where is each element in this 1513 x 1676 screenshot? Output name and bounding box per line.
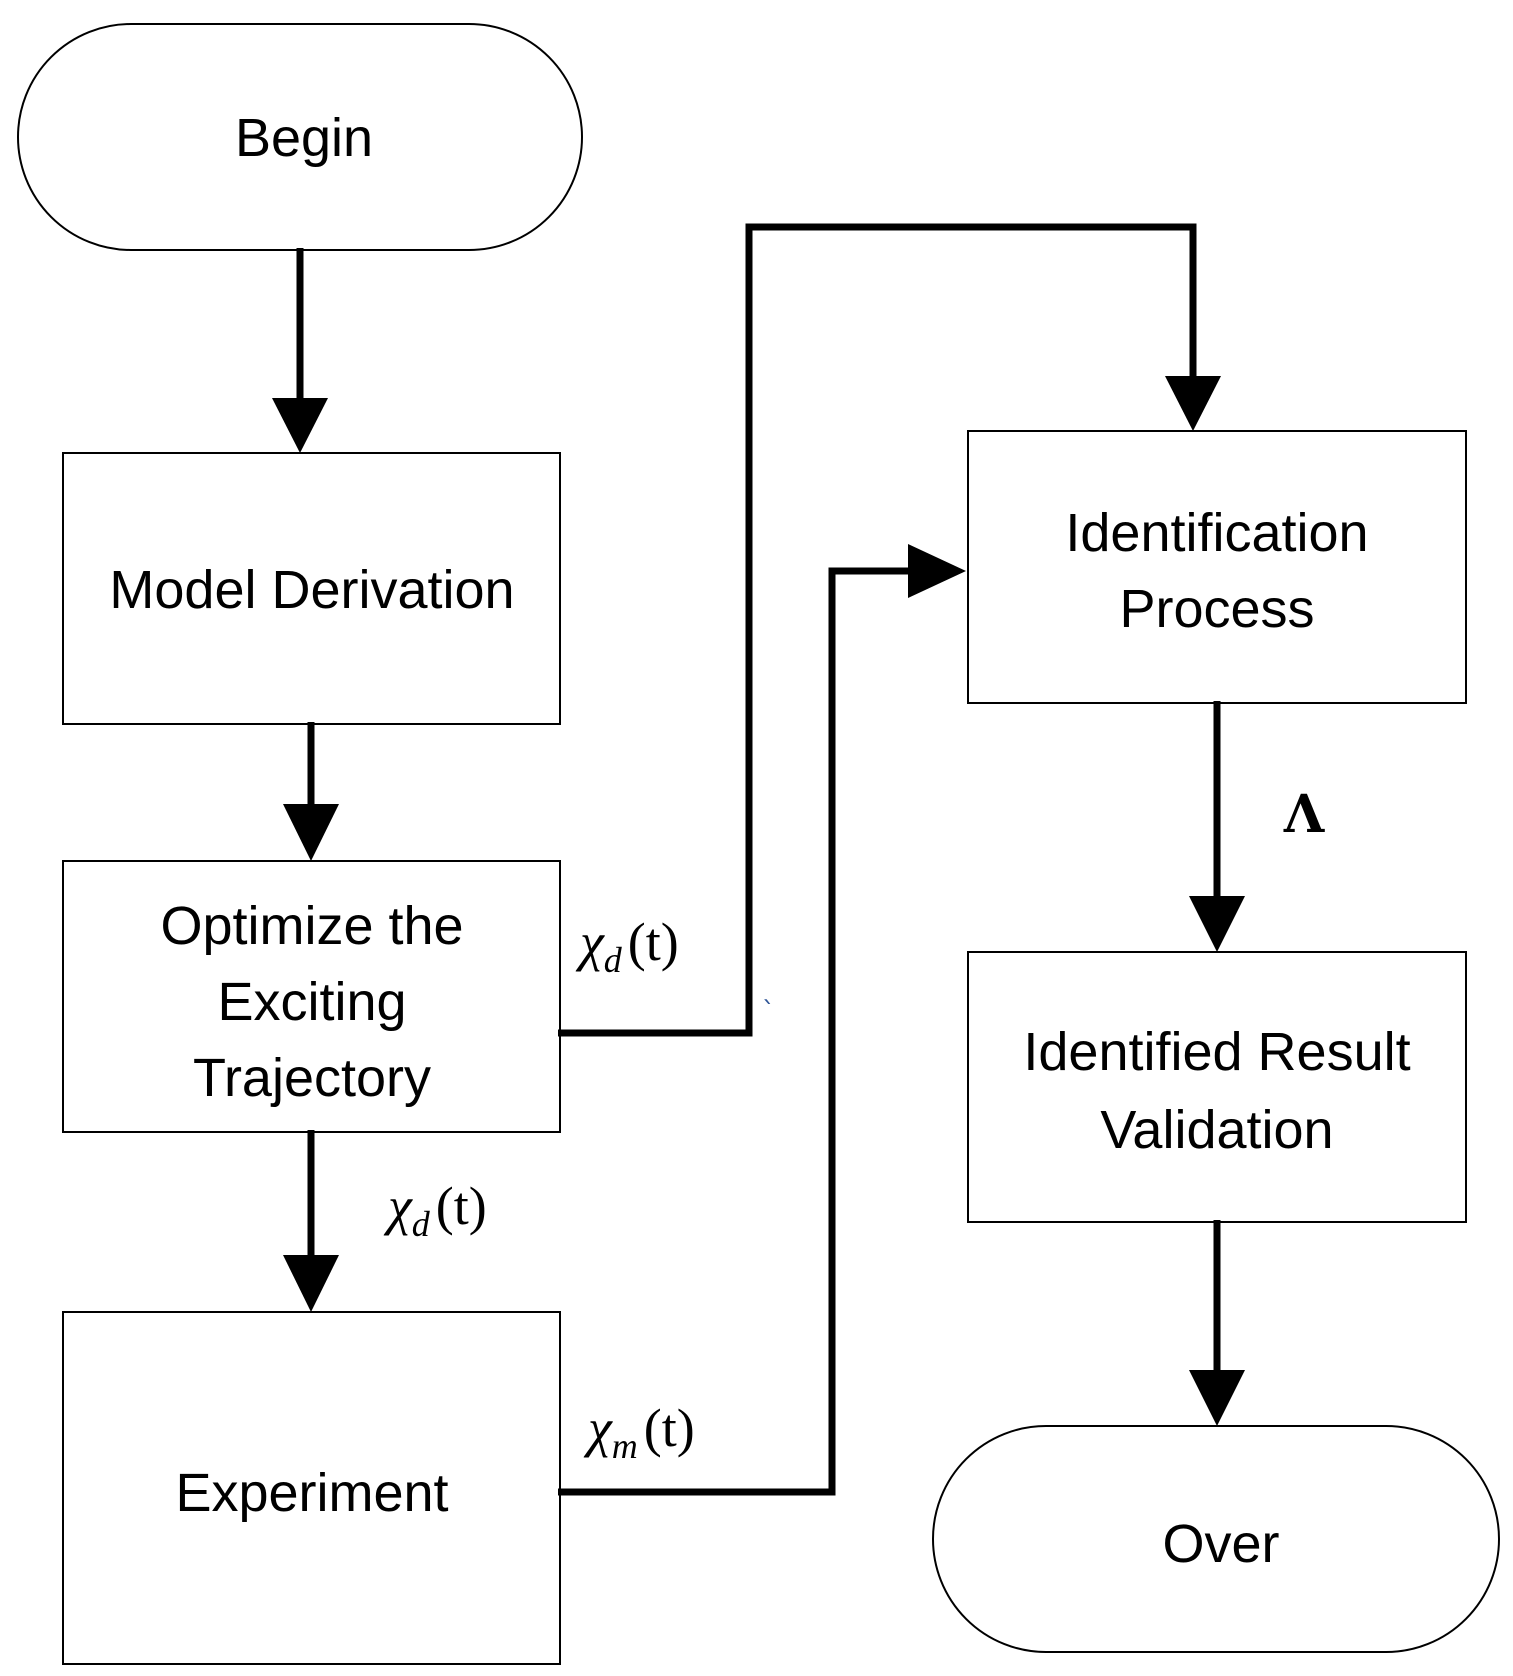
arrowhead bbox=[1189, 1370, 1245, 1426]
arrowhead bbox=[272, 398, 328, 453]
node-begin-label: Begin bbox=[235, 108, 373, 168]
node-optimize-line-1: Optimize the bbox=[160, 896, 463, 956]
edge-model-to-optimize bbox=[283, 722, 339, 861]
node-begin: Begin bbox=[17, 23, 583, 251]
node-optimize-line-3: Trajectory bbox=[193, 1048, 431, 1108]
node-over: Over bbox=[932, 1425, 1500, 1653]
node-experiment: Experiment bbox=[62, 1311, 561, 1665]
arrowhead bbox=[1189, 896, 1245, 952]
node-experiment-label: Experiment bbox=[175, 1463, 448, 1523]
node-over-label: Over bbox=[1162, 1514, 1279, 1574]
node-identification-line-1: Identification bbox=[1065, 503, 1368, 563]
arrowhead bbox=[908, 544, 966, 598]
edge-identification-to-validation bbox=[1189, 701, 1245, 952]
stray-mark: ` bbox=[762, 997, 775, 1027]
edge-label-chi-d-lower: χd(t) bbox=[383, 1176, 487, 1244]
edge-optimize-to-experiment bbox=[283, 1130, 339, 1312]
node-validation-line-1: Identified Result bbox=[1023, 1022, 1410, 1082]
node-optimize-trajectory: Optimize the Exciting Trajectory bbox=[62, 860, 561, 1133]
edge-experiment-to-identification bbox=[558, 544, 966, 1496]
node-optimize-line-2: Exciting bbox=[217, 972, 406, 1032]
edge-begin-to-model bbox=[272, 248, 328, 453]
edge-optimize-to-identification bbox=[558, 223, 1221, 1037]
node-model-derivation-label: Model Derivation bbox=[109, 560, 514, 620]
arrowhead bbox=[283, 804, 339, 861]
node-model-derivation: Model Derivation bbox=[62, 452, 561, 725]
edge-label-chi-m: χm(t) bbox=[583, 1398, 695, 1466]
arrowhead bbox=[1165, 376, 1221, 431]
node-identification-line-2: Process bbox=[1119, 579, 1314, 639]
edge-label-lambda: Λ bbox=[1283, 784, 1325, 845]
node-identification-process: Identification Process bbox=[967, 430, 1467, 704]
arrowhead bbox=[283, 1255, 339, 1312]
edge-label-chi-d-upper: χd(t) bbox=[575, 912, 679, 980]
node-result-validation: Identified Result Validation bbox=[967, 951, 1467, 1223]
node-validation-line-2: Validation bbox=[1100, 1100, 1333, 1160]
edge-validation-to-over bbox=[1189, 1220, 1245, 1426]
